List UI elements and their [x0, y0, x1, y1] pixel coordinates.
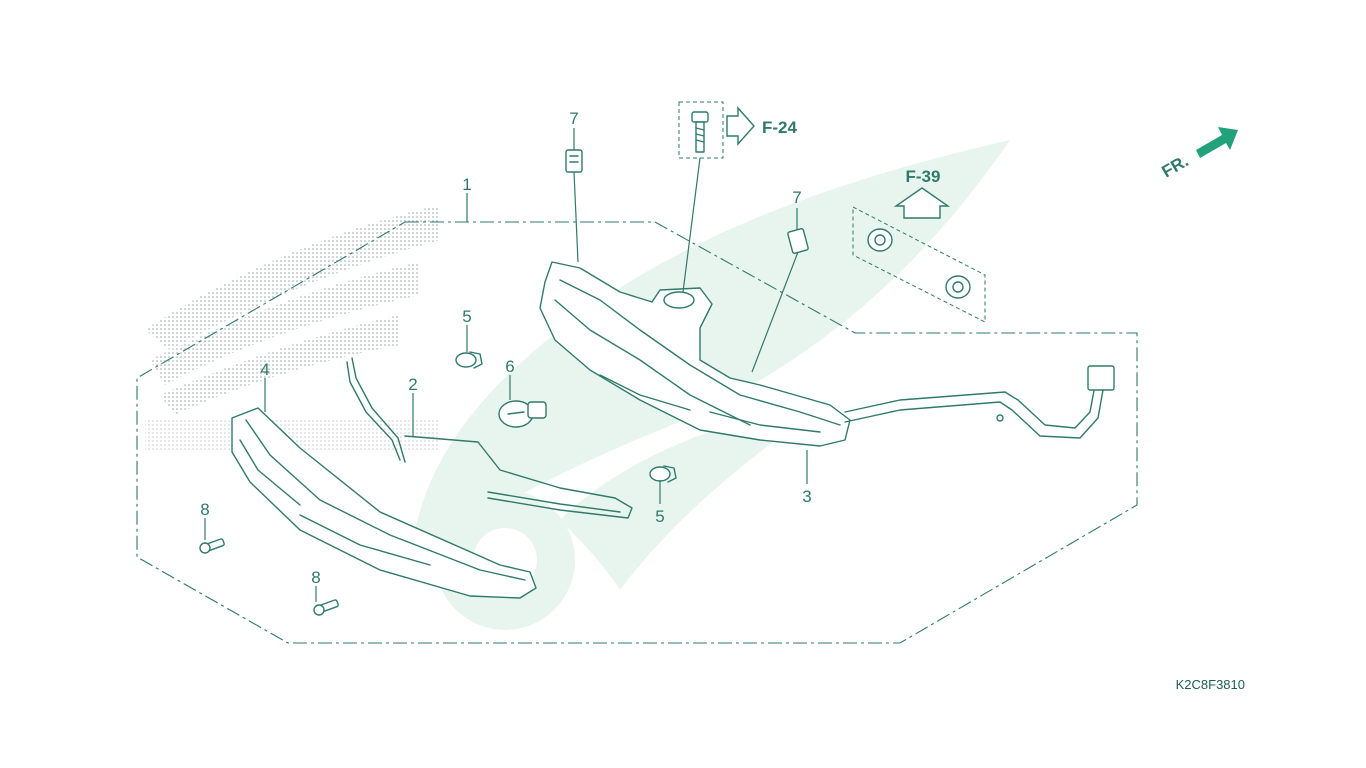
screw-part-8-lower	[313, 599, 339, 616]
front-arrow-icon	[1196, 127, 1238, 158]
front-indicator-label: FR.	[1159, 151, 1192, 181]
callout-label-7-right: 7	[792, 188, 801, 207]
callout-label-5-upper: 5	[462, 307, 471, 326]
clip-part-7-left	[565, 149, 583, 173]
reference-f24-label[interactable]: F-24	[762, 118, 798, 137]
clip-part-7-right	[787, 228, 809, 254]
bulb-part-6	[498, 400, 547, 428]
bulb-socket-part-5-upper	[455, 351, 483, 369]
bolt-icon	[691, 111, 709, 153]
grommet-reference-box	[852, 206, 986, 323]
grommet-icon-left	[867, 228, 893, 252]
callout-label-8-upper: 8	[200, 500, 209, 519]
arrow-up-icon	[893, 187, 951, 219]
callout-label-2: 2	[408, 375, 417, 394]
arrow-right-icon	[726, 106, 755, 146]
callout-label-1: 1	[462, 175, 471, 194]
drawing-code: K2C8F3810	[1176, 677, 1245, 692]
light-guide-part-2	[346, 357, 633, 519]
assembly-boundary	[136, 221, 1138, 644]
housing-assembly-part-3	[539, 261, 1115, 447]
bolt-leader	[682, 157, 701, 293]
lens-cover-part-4	[231, 407, 537, 599]
callout-label-7-left: 7	[569, 109, 578, 128]
watermark-wing-logo	[145, 205, 440, 450]
callout-label-5-lower: 5	[655, 507, 664, 526]
callout-label-6: 6	[505, 357, 514, 376]
clip-7-left-path	[573, 171, 579, 263]
callout-label-4: 4	[260, 360, 269, 379]
grommet-icon-right	[945, 275, 971, 299]
reference-f39-label[interactable]: F-39	[906, 167, 941, 186]
bolt-reference-box	[678, 101, 724, 159]
callout-label-8-lower: 8	[311, 568, 320, 587]
callout-label-3: 3	[802, 487, 811, 506]
clip-7-right-path	[751, 251, 799, 373]
screw-part-8-upper	[199, 538, 225, 554]
